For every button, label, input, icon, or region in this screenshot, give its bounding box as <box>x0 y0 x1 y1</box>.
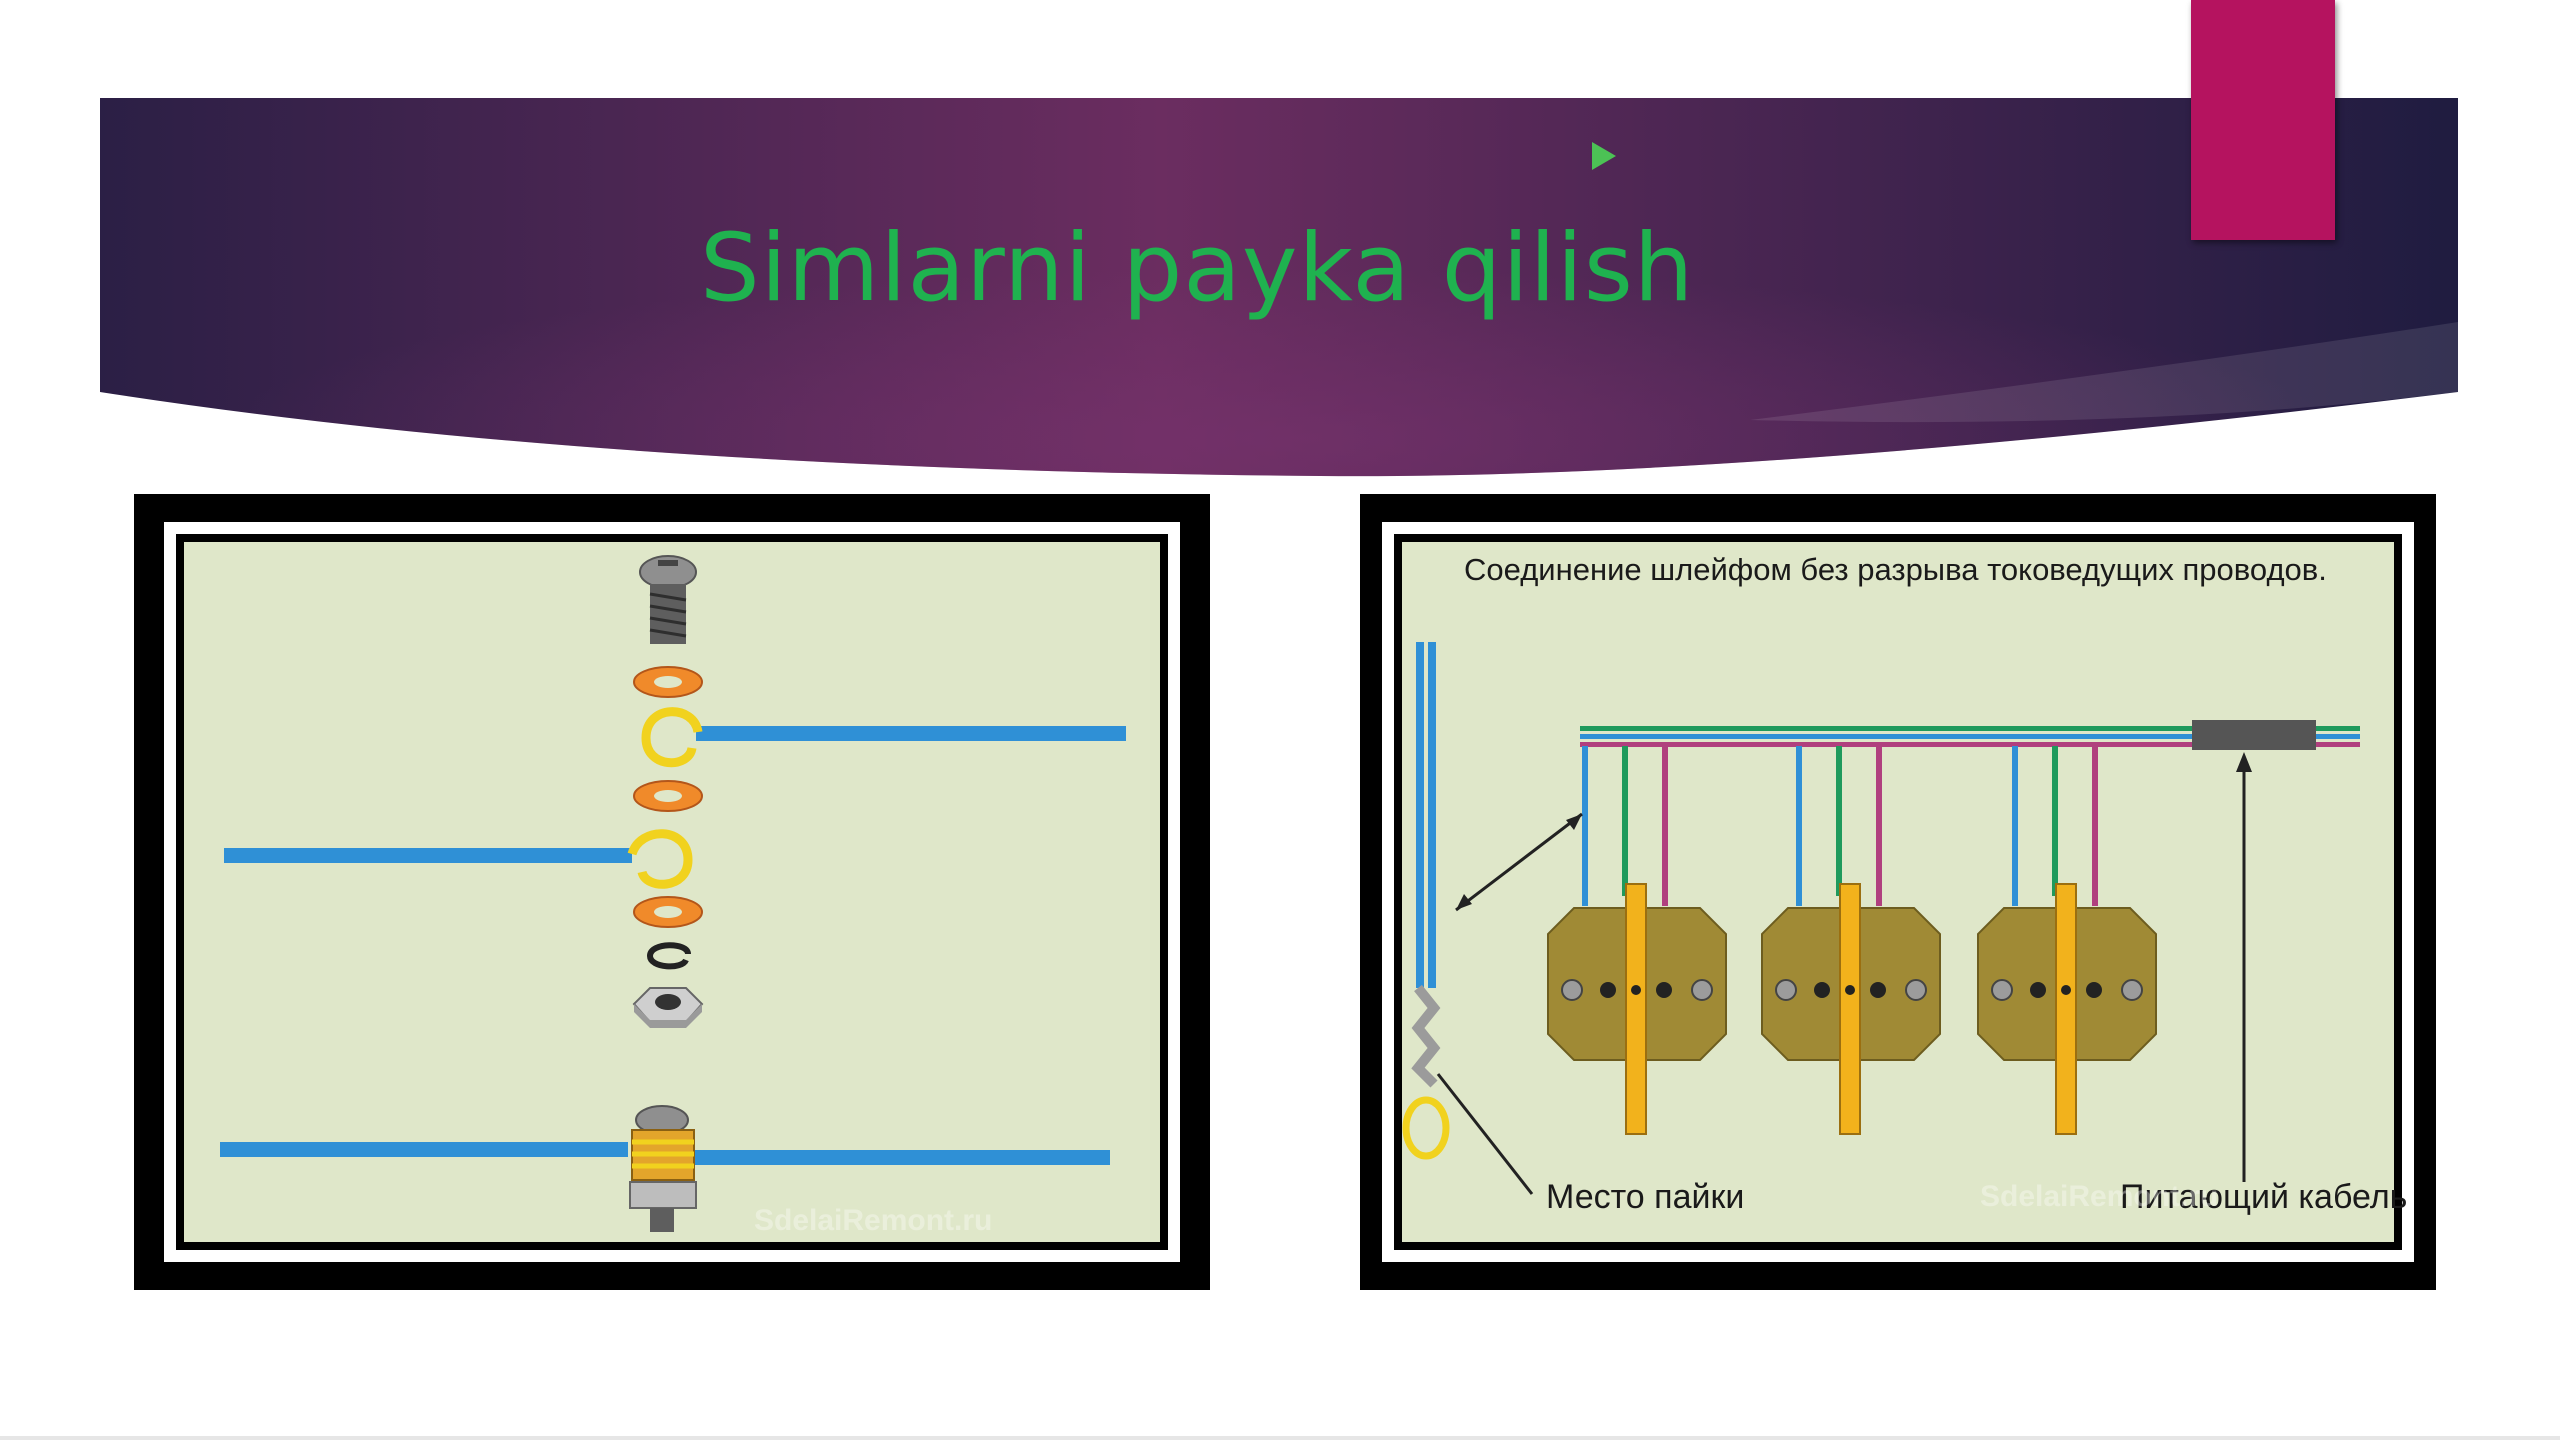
washer-icon <box>633 666 703 698</box>
spring-washer-icon <box>646 942 691 970</box>
washer-icon <box>633 780 703 812</box>
solder-lug-icon <box>1402 1096 1450 1160</box>
assembled-terminal-icon <box>629 1105 697 1232</box>
arrowhead-icon <box>1566 814 1582 830</box>
washer-icon <box>633 896 703 928</box>
socket-icon <box>1761 746 1941 1135</box>
socket-icon <box>1547 746 1727 1135</box>
screw-icon <box>639 555 697 644</box>
slide-title: Simlarni payka qilish <box>700 214 1695 323</box>
figure-screw-terminal: SdelaiRemont.ru <box>134 494 1210 1290</box>
figure-loop-connection: Соединение шлейфом без разрыва токоведущ… <box>1360 494 2436 1290</box>
figure-caption-title: Соединение шлейфом без разрыва токоведущ… <box>1464 552 2327 587</box>
twisted-wire-icon <box>1411 984 1441 1088</box>
label-power-cable: Питающий кабель <box>2120 1178 2407 1216</box>
slide-bottom-edge <box>0 1436 2560 1440</box>
wire-left-bottom <box>220 1142 628 1157</box>
nut-icon <box>632 987 704 1028</box>
arrowhead-icon <box>2236 752 2252 772</box>
wire-loop-icon <box>641 707 703 767</box>
wire-loop-icon <box>627 829 693 889</box>
wire-right-top <box>696 726 1126 741</box>
wire-left-middle <box>224 848 632 863</box>
accent-tab <box>2191 0 2335 240</box>
wire-right-bottom <box>684 1150 1110 1165</box>
watermark: SdelaiRemont.ru <box>754 1204 992 1237</box>
title-banner <box>100 98 2458 477</box>
watermark: SdelaiRemont.ru <box>1980 1180 2218 1213</box>
bullet-arrow-icon <box>1592 142 1616 170</box>
arrow-solder-point <box>1436 1073 1534 1195</box>
power-cable <box>2192 720 2316 750</box>
socket-icon <box>1977 746 2157 1135</box>
arrow-to-wires <box>1455 812 1583 912</box>
label-solder-point: Место пайки <box>1546 1178 1744 1216</box>
arrowhead-icon <box>1456 894 1472 910</box>
